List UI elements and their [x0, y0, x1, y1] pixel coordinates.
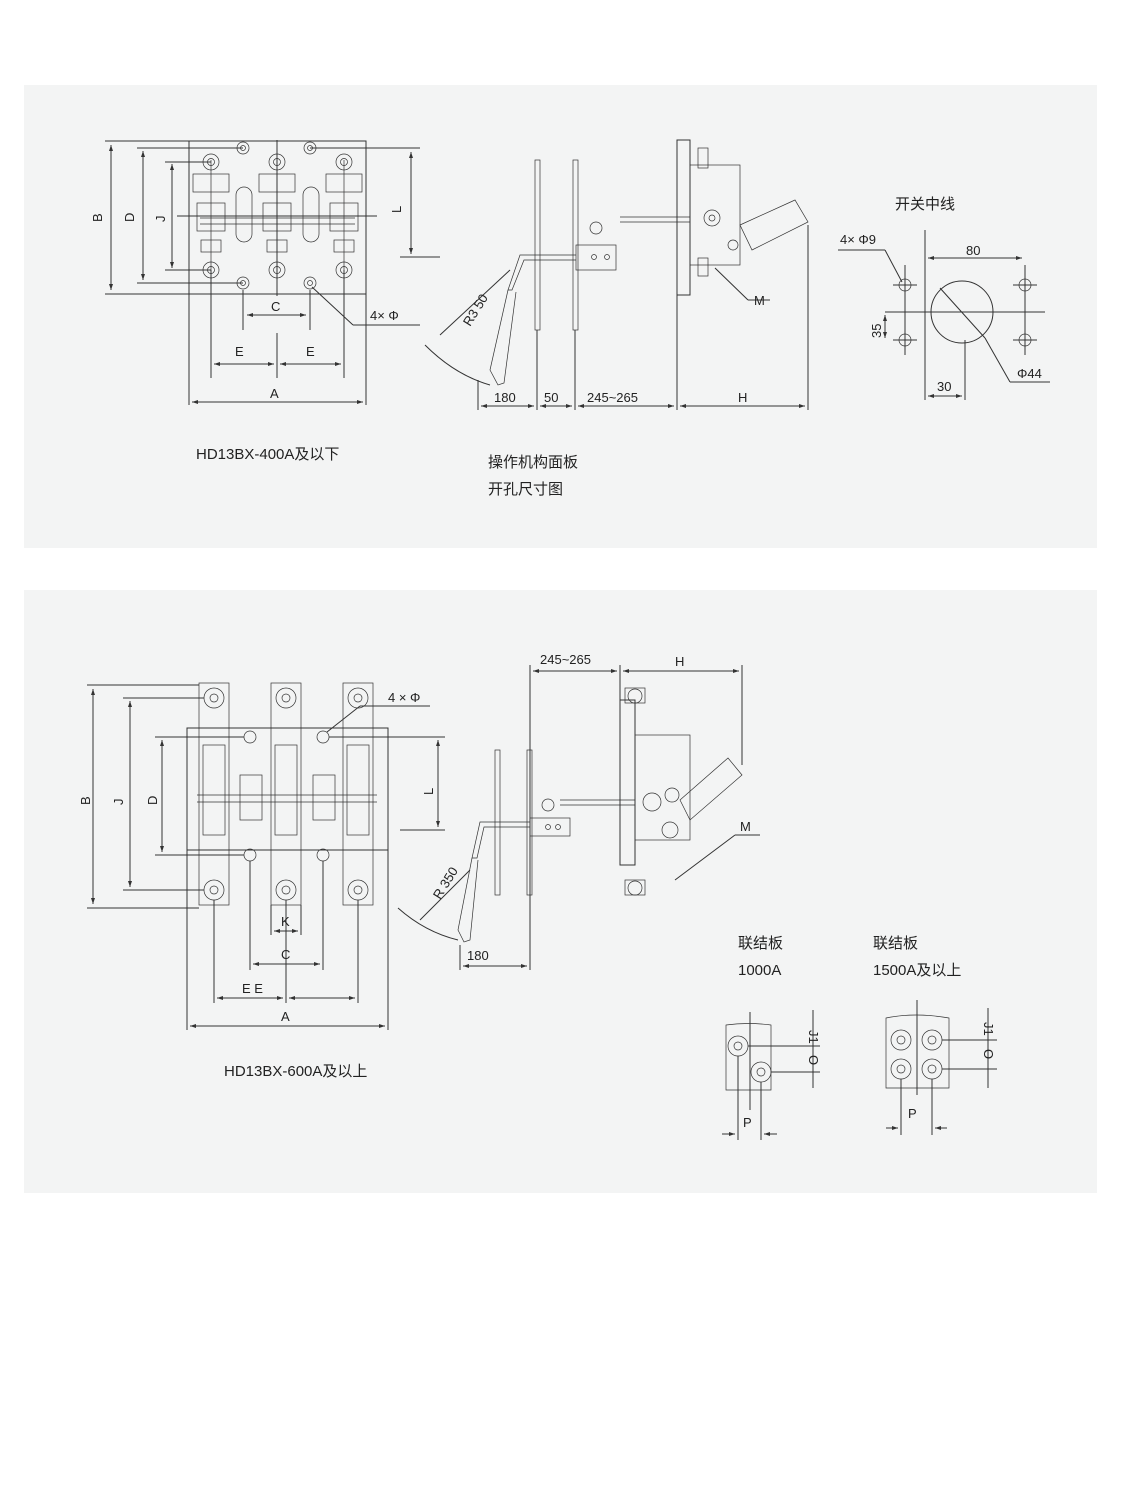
- front-view-600a: B J D L K C E E A 4 × Φ HD13BX-600A及以上: [78, 682, 445, 1080]
- link-plate-title: 联结板: [873, 934, 918, 952]
- cutout-diameter: Φ44: [1017, 366, 1042, 381]
- dim-label-a: A: [270, 386, 279, 401]
- label-m: M: [754, 293, 765, 308]
- dim-180: 180: [467, 948, 489, 963]
- link-plate-rating: 1500A及以上: [873, 962, 961, 979]
- dim-label-d: D: [122, 213, 137, 222]
- cutout-width: 80: [966, 243, 980, 258]
- bottom-drawing-panel: [24, 590, 1097, 1193]
- link-plate-1000a: 联结板 1000A J1 O P: [722, 934, 821, 1140]
- dim-180: 180: [494, 390, 516, 405]
- dim-p: P: [743, 1115, 752, 1130]
- dim-label-j: J: [153, 216, 168, 223]
- dim-label-c: C: [281, 947, 290, 962]
- holes-label: 4 × Φ: [388, 690, 420, 705]
- front-view-400a: B D J L C E E A 4× Φ HD13BX-400A及以下: [90, 140, 440, 463]
- dim-label-e: E: [235, 344, 244, 359]
- link-plate-1500a: 联结板 1500A及以上 J1 O P: [873, 934, 997, 1135]
- dim-label-l: L: [421, 788, 436, 795]
- dim-j1: J1: [981, 1022, 996, 1036]
- dim-o: O: [981, 1049, 996, 1059]
- panel-cutout: 开关中线 4× Φ9 80 35 30 Φ44: [838, 196, 1050, 400]
- side-view-400a: R3 50 180 50 245~265 H M 操作机构面板 开孔尺寸图: [424, 139, 809, 498]
- dim-o: O: [806, 1055, 821, 1065]
- dim-p: P: [908, 1106, 917, 1121]
- holes-label: 4× Φ: [370, 308, 399, 323]
- model-caption: HD13BX-400A及以下: [196, 446, 339, 463]
- link-plate-rating: 1000A: [738, 962, 781, 979]
- dim-50: 50: [544, 390, 558, 405]
- cutout-holes-label: 4× Φ9: [840, 232, 876, 247]
- dim-label-b: B: [90, 213, 105, 222]
- cutout-title: 开关中线: [895, 196, 955, 213]
- dim-label-k: K: [281, 914, 290, 929]
- dim-label-l: L: [389, 206, 404, 213]
- caption-line2: 开孔尺寸图: [488, 481, 563, 498]
- dim-h: H: [675, 654, 684, 669]
- radius-label: R3 50: [460, 291, 491, 328]
- dim-label-e: E: [306, 344, 315, 359]
- model-caption: HD13BX-600A及以上: [224, 1063, 367, 1080]
- dim-label-a: A: [281, 1009, 290, 1024]
- link-plate-title: 联结板: [738, 934, 783, 952]
- label-m: M: [740, 819, 751, 834]
- dim-label-c: C: [271, 299, 280, 314]
- dim-label-j: J: [111, 799, 126, 806]
- dim-label-ee: E E: [242, 981, 263, 996]
- dim-245-265: 245~265: [587, 390, 638, 405]
- radius-label: R 350: [430, 864, 461, 901]
- dim-h: H: [738, 390, 747, 405]
- dim-label-d: D: [145, 796, 160, 805]
- cutout-height: 35: [869, 324, 884, 338]
- caption-line1: 操作机构面板: [488, 453, 578, 471]
- side-view-600a: R 350 245~265 H 180 M: [397, 652, 760, 970]
- dim-245-265: 245~265: [540, 652, 591, 667]
- dim-label-b: B: [78, 796, 93, 805]
- cutout-offset: 30: [937, 379, 951, 394]
- dim-j1: J1: [806, 1030, 821, 1044]
